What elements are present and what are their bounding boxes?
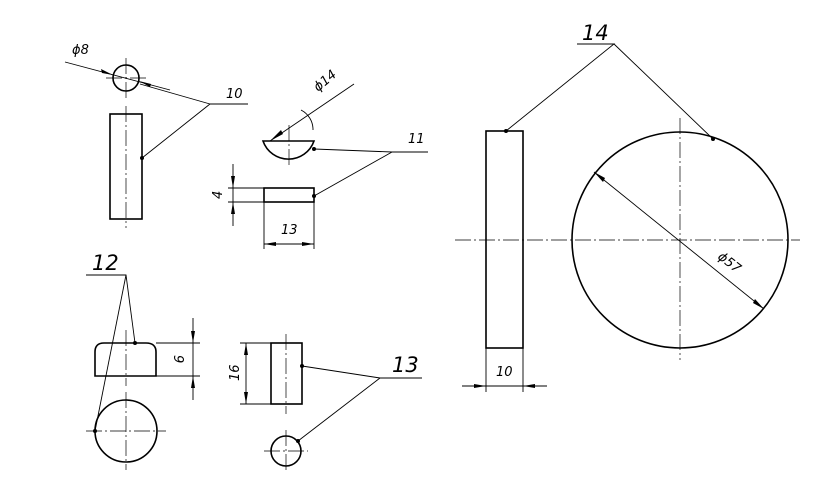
part-11-diameter-leader: [269, 83, 355, 142]
part-11-top-view-segment: [261, 140, 316, 160]
part-14-leader: [505, 43, 616, 132]
part-10-diameter-leader: [64, 61, 171, 91]
part-13: 16 13: [228, 334, 422, 472]
part-11: ϕ14 4 13 11: [211, 67, 428, 249]
part-11-number: 11: [408, 132, 425, 147]
part-12-height-label: 9: [170, 355, 185, 363]
part-13-height-label: 16: [228, 364, 243, 381]
part-11-height-label: 4: [211, 191, 226, 199]
part-10: ϕ8 10: [64, 43, 248, 228]
part-11-leader: [313, 148, 428, 153]
part-14-width-label: 10: [496, 365, 513, 380]
part-10-number: 10: [226, 87, 243, 102]
part-10-leader: [141, 103, 248, 159]
part-14-side-view: [485, 130, 524, 349]
part-11-width-label: 13: [281, 223, 298, 238]
part-11-diameter-label: ϕ14: [311, 67, 340, 95]
part-14-number: 14: [582, 21, 609, 45]
part-11-side-view: [263, 187, 315, 203]
part-12-front-view: [94, 342, 157, 377]
part-12: 9 12: [86, 251, 200, 470]
part-12-number: 12: [92, 251, 119, 275]
part-13-number: 13: [392, 353, 419, 377]
part-14: 10 ϕ57 14: [455, 21, 800, 392]
part-12-leader: [86, 274, 136, 344]
part-14-diameter-leader: [593, 171, 765, 310]
part-10-diameter-label: ϕ8: [72, 43, 89, 58]
part-13-front-view: [270, 342, 303, 405]
